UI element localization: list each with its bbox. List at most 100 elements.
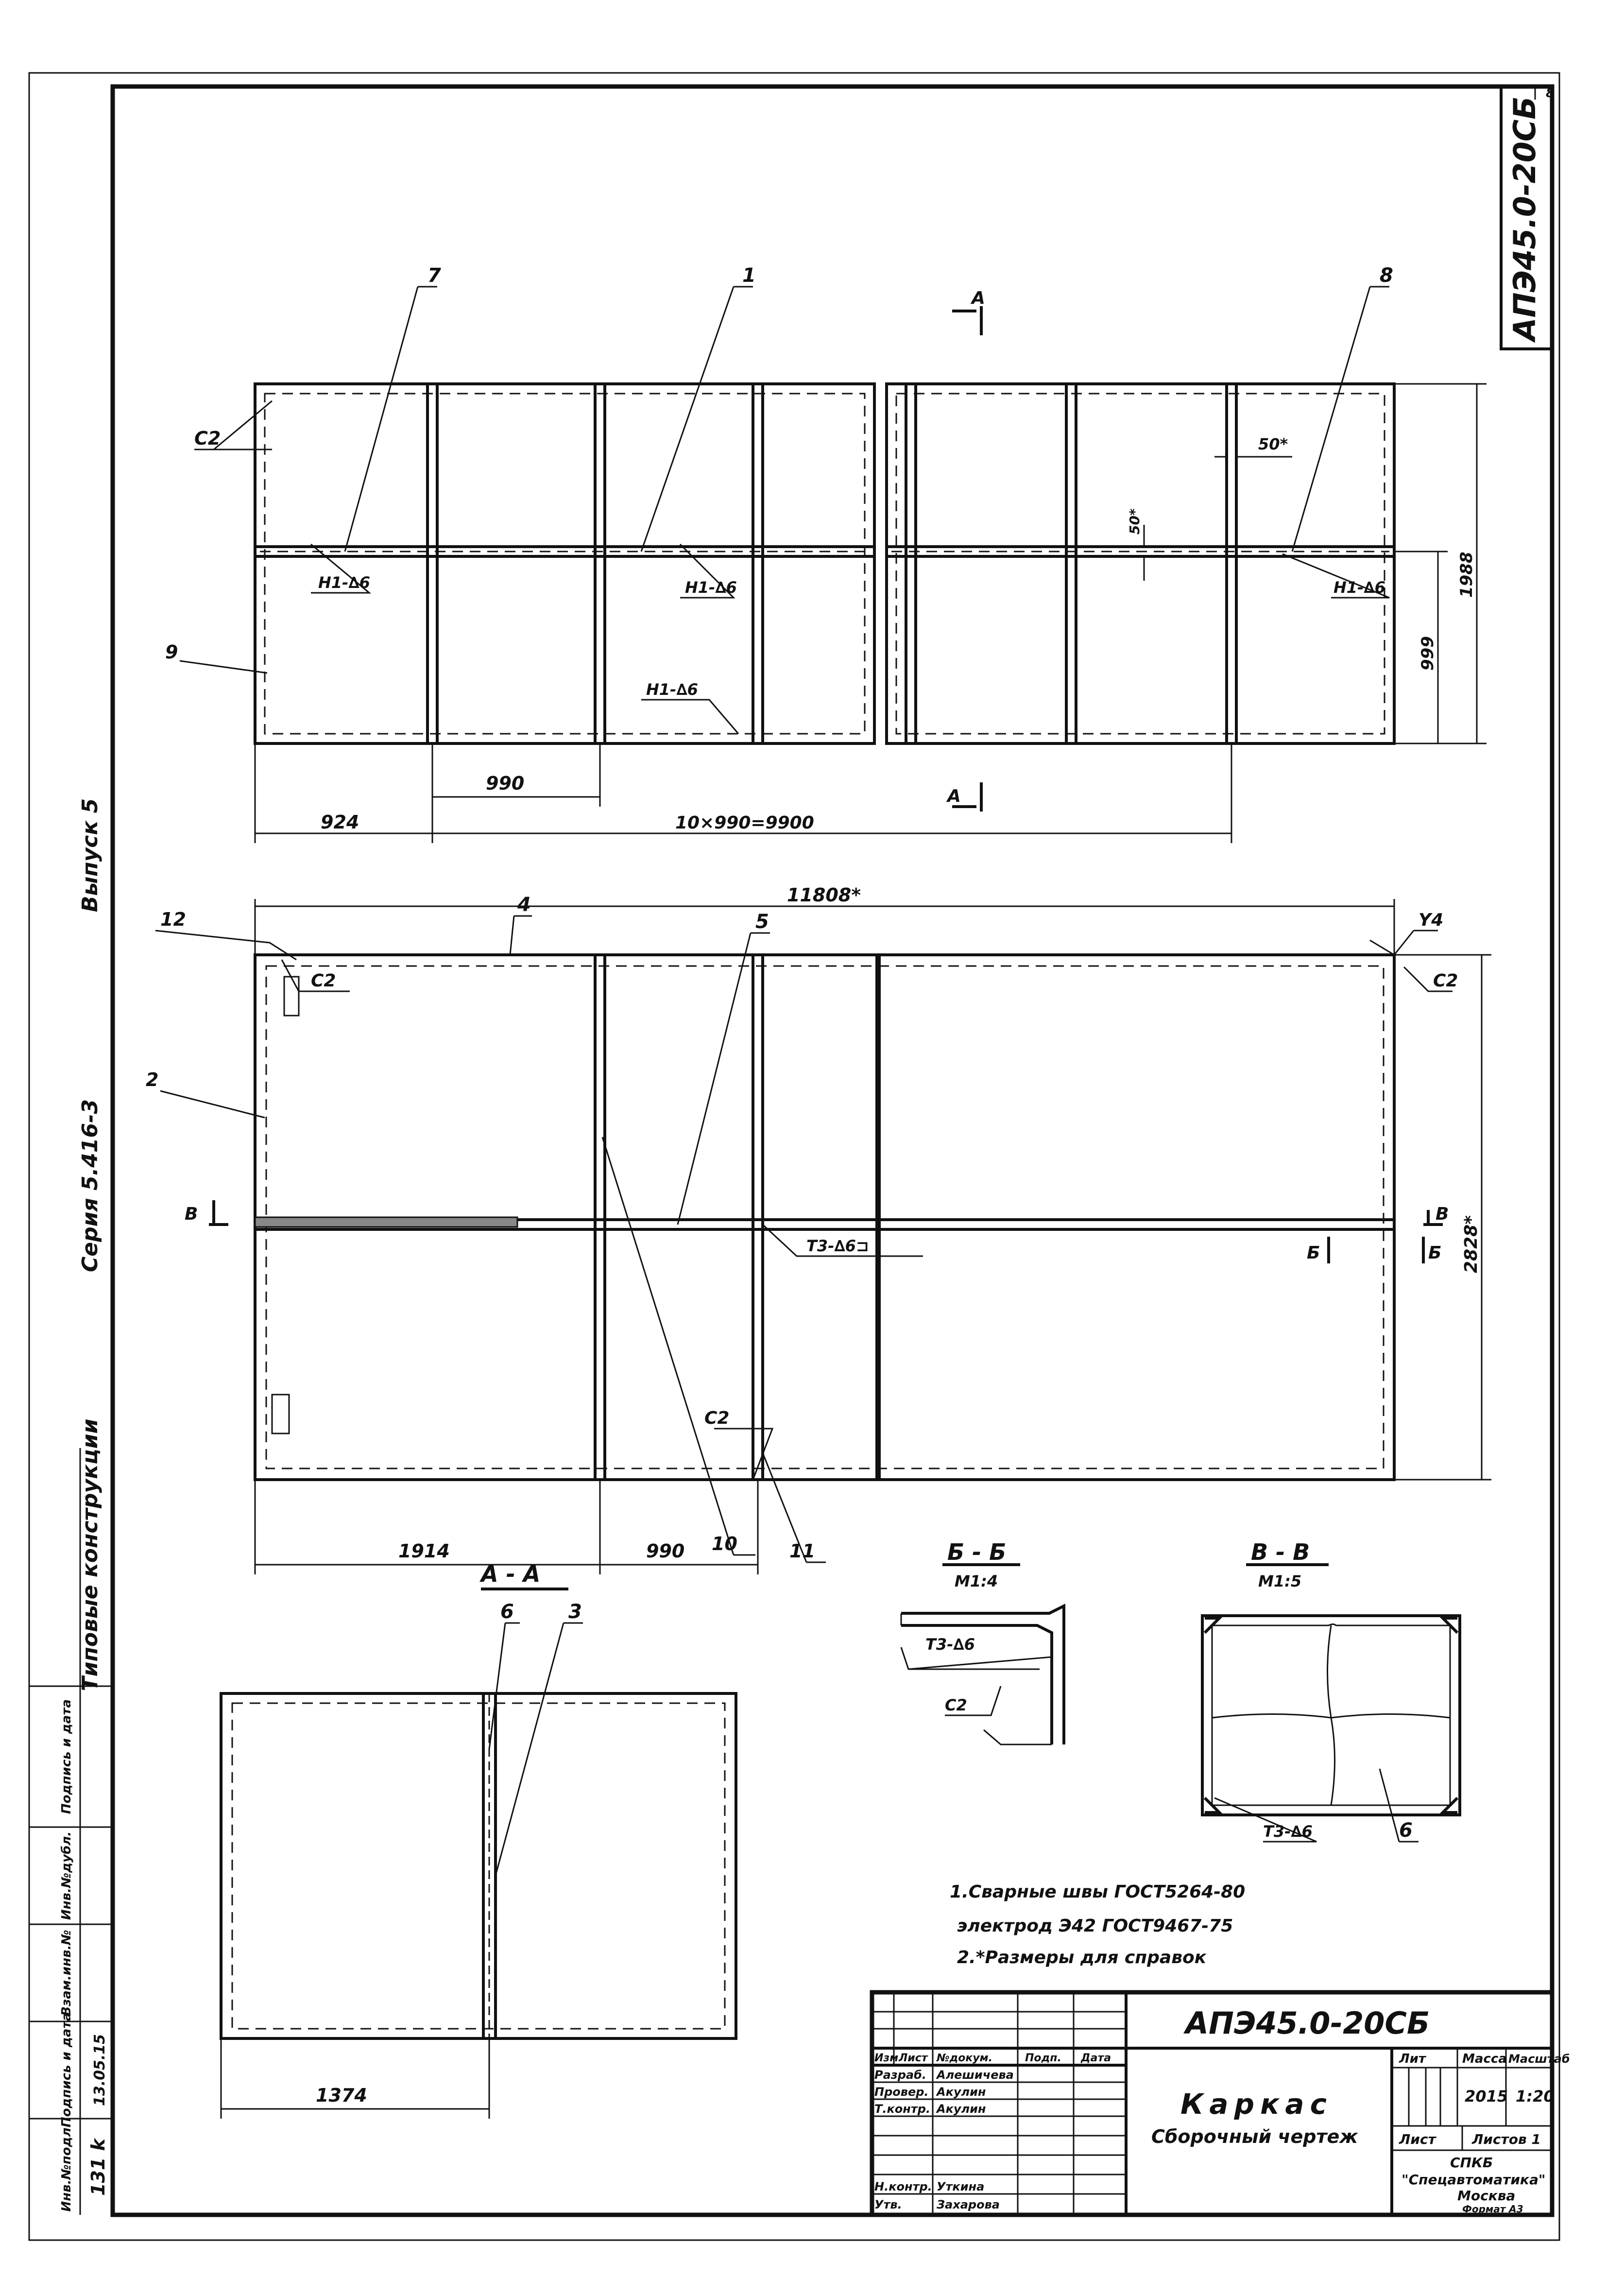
tb-role-3: Т.контр. — [874, 2102, 930, 2116]
note-2: электрод Э42 ГОСТ9467-75 — [957, 1916, 1233, 1936]
section-aa-title: А - А — [479, 1561, 540, 1587]
note-1: 1.Сварные швы ГОСТ5264-80 — [950, 1882, 1245, 1902]
sheet-frames — [28, 72, 1560, 2241]
front-callout-11: 11 — [789, 1540, 815, 1562]
plan-dim-924: 924 — [321, 811, 359, 833]
plan-section-a-top: А — [970, 288, 985, 308]
plan-weld-2: Н1-∆6 — [685, 578, 737, 597]
front-view — [155, 899, 1491, 1574]
tb-role-1: Разраб. — [874, 2068, 926, 2082]
section-bb — [900, 1563, 1065, 1745]
front-callout-2: 2 — [146, 1069, 158, 1090]
sheet-number: 8 — [1546, 86, 1555, 101]
title-block-name: Каркас — [1180, 2088, 1333, 2121]
front-dim-overall: 11808* — [787, 884, 861, 906]
strip-issue: Выпуск 5 — [78, 798, 103, 912]
tb-format: Формат А3 — [1462, 2203, 1523, 2215]
section-vv-weld: Т3-∆6 — [1263, 1822, 1313, 1841]
strip-label-5: Подпись и дата — [59, 1699, 74, 1814]
plan-weld-4: Н1-∆6 — [646, 680, 698, 699]
tb-lit-label: Лит — [1399, 2052, 1427, 2066]
tb-scale: 1:20 — [1516, 2087, 1555, 2106]
section-aa — [220, 1588, 737, 2119]
strip-label-3: Взам.инв.№ — [59, 1930, 74, 2016]
section-vv-title: В - В — [1251, 1539, 1310, 1565]
tb-role-5: Утв. — [874, 2198, 902, 2211]
tb-name-2: Акулин — [936, 2085, 986, 2099]
tb-col-izm: Изм — [874, 2052, 898, 2064]
doc-code-vertical: АПЭ45.0-20СБ — [1507, 96, 1542, 343]
tb-mass: 2015 — [1465, 2087, 1508, 2106]
tb-sheets-label: Листов 1 — [1471, 2131, 1541, 2147]
tb-col-list: Лист — [898, 2052, 928, 2064]
strip-date: 13.05.15 — [91, 2034, 108, 2106]
title-block-doc-code: АПЭ45.0-20СБ — [1183, 2005, 1430, 2041]
plan-callout-c2: C2 — [194, 428, 221, 449]
front-callout-12: 12 — [160, 909, 186, 930]
plan-callout-1: 1 — [742, 264, 756, 287]
plan-dim-1988: 1988 — [1457, 552, 1476, 598]
front-callout-10: 10 — [712, 1533, 737, 1554]
plan-weld-1: Н1-∆6 — [318, 573, 370, 592]
plan-section-a-bottom: А — [946, 786, 961, 806]
note-3: 2.*Размеры для справок — [957, 1948, 1207, 1968]
plan-callout-8: 8 — [1380, 264, 1393, 287]
section-bb-scale: М1:4 — [955, 1572, 998, 1590]
plan-dim-9900: 10×990=9900 — [675, 813, 814, 833]
section-vv-scale: М1:5 — [1258, 1572, 1301, 1590]
section-bb-title: Б - Б — [947, 1539, 1006, 1565]
tb-name-1: Алешичева — [936, 2068, 1014, 2082]
section-aa-callout-6: 6 — [500, 1601, 514, 1623]
front-callout-y4: Y4 — [1419, 910, 1443, 930]
front-section-b-1: Б — [1307, 1243, 1320, 1263]
plan-view — [179, 286, 1487, 843]
section-vv-callout: 6 — [1399, 1819, 1413, 1842]
tb-mass-label: Масса — [1462, 2052, 1507, 2066]
section-vv — [1201, 1563, 1461, 1843]
front-section-b-2: Б — [1428, 1243, 1441, 1263]
strip-label-2: Подпись и дата — [59, 2013, 74, 2127]
plan-weld-3: Н1-∆6 — [1333, 578, 1385, 597]
front-dim-1914: 1914 — [398, 1540, 450, 1562]
front-dim-height: 2828* — [1461, 1215, 1481, 1273]
front-section-v-right: В — [1436, 1204, 1449, 1224]
front-weld: Т3-∆6⊐ — [806, 1237, 869, 1255]
section-aa-dim: 1374 — [316, 2085, 367, 2106]
title-block-subtitle: Сборочный чертеж — [1151, 2126, 1358, 2147]
section-bb-callout: C2 — [945, 1696, 967, 1714]
front-callout-5: 5 — [755, 911, 769, 933]
plan-callout-7: 7 — [427, 264, 441, 287]
plan-dim-50: 50* — [1258, 435, 1288, 453]
front-callout-c2-bottom: C2 — [704, 1408, 729, 1428]
strip-inv-no: 131 k — [87, 2137, 109, 2196]
tb-scale-label: Масштаб — [1508, 2052, 1570, 2066]
plan-dim-999: 999 — [1418, 636, 1437, 671]
plan-dim-50-vertical: 50* — [1127, 508, 1143, 535]
tb-col-sign: Подп. — [1025, 2052, 1061, 2064]
tb-sheet-label: Лист — [1399, 2131, 1436, 2147]
front-callout-c2-right: C2 — [1433, 971, 1458, 991]
section-bb-weld: Т3-∆6 — [925, 1635, 975, 1654]
strip-series: Серия 5.416-3 — [78, 1099, 103, 1272]
tb-org-1: СПКБ — [1450, 2155, 1493, 2171]
title-block — [870, 1990, 1555, 2217]
section-aa-callout-3: 3 — [568, 1601, 582, 1623]
tb-col-date: Дата — [1080, 2052, 1111, 2064]
strip-typical: Типовые конструкции — [78, 1419, 103, 1692]
tb-role-2: Провер. — [874, 2085, 929, 2099]
tb-col-doc: №докум. — [936, 2052, 992, 2064]
strip-label-1: Инв.№подл. — [59, 2123, 74, 2211]
tb-name-4: Уткина — [937, 2180, 984, 2193]
tb-role-4: Н.контр. — [874, 2180, 932, 2193]
strip-label-4: Инв.№дубл. — [59, 1831, 74, 1920]
front-callout-4: 4 — [517, 894, 531, 916]
front-section-v-left: В — [185, 1204, 198, 1224]
left-strip — [28, 1448, 113, 2215]
tb-name-5: Захарова — [936, 2198, 1000, 2211]
front-callout-c2-left: C2 — [311, 971, 336, 991]
tb-org-3: Москва — [1457, 2188, 1515, 2204]
tb-name-3: Акулин — [936, 2102, 986, 2116]
front-dim-990: 990 — [646, 1540, 684, 1562]
tb-org-2: "Спецавтоматика" — [1402, 2172, 1545, 2188]
